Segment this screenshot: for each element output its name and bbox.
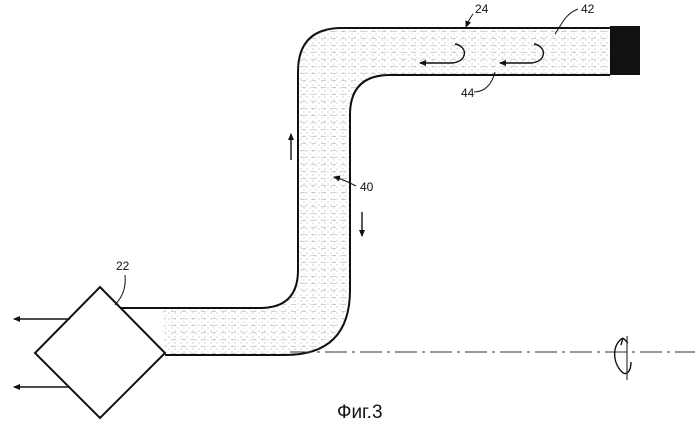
leader-24 bbox=[466, 14, 473, 27]
tube-dashes bbox=[163, 28, 610, 355]
end-cap bbox=[610, 26, 640, 75]
leader-22 bbox=[115, 275, 125, 305]
label-flow: 44 bbox=[461, 86, 475, 100]
label-device: 22 bbox=[116, 259, 130, 273]
label-fluid: 40 bbox=[360, 180, 374, 194]
figure-caption: Фиг.3 bbox=[337, 402, 383, 423]
label-end-cap: 42 bbox=[581, 2, 595, 16]
tube-fill bbox=[163, 28, 610, 355]
rotation-arrow-icon bbox=[615, 336, 631, 380]
label-tube: 24 bbox=[475, 2, 489, 16]
device-box bbox=[35, 287, 165, 418]
